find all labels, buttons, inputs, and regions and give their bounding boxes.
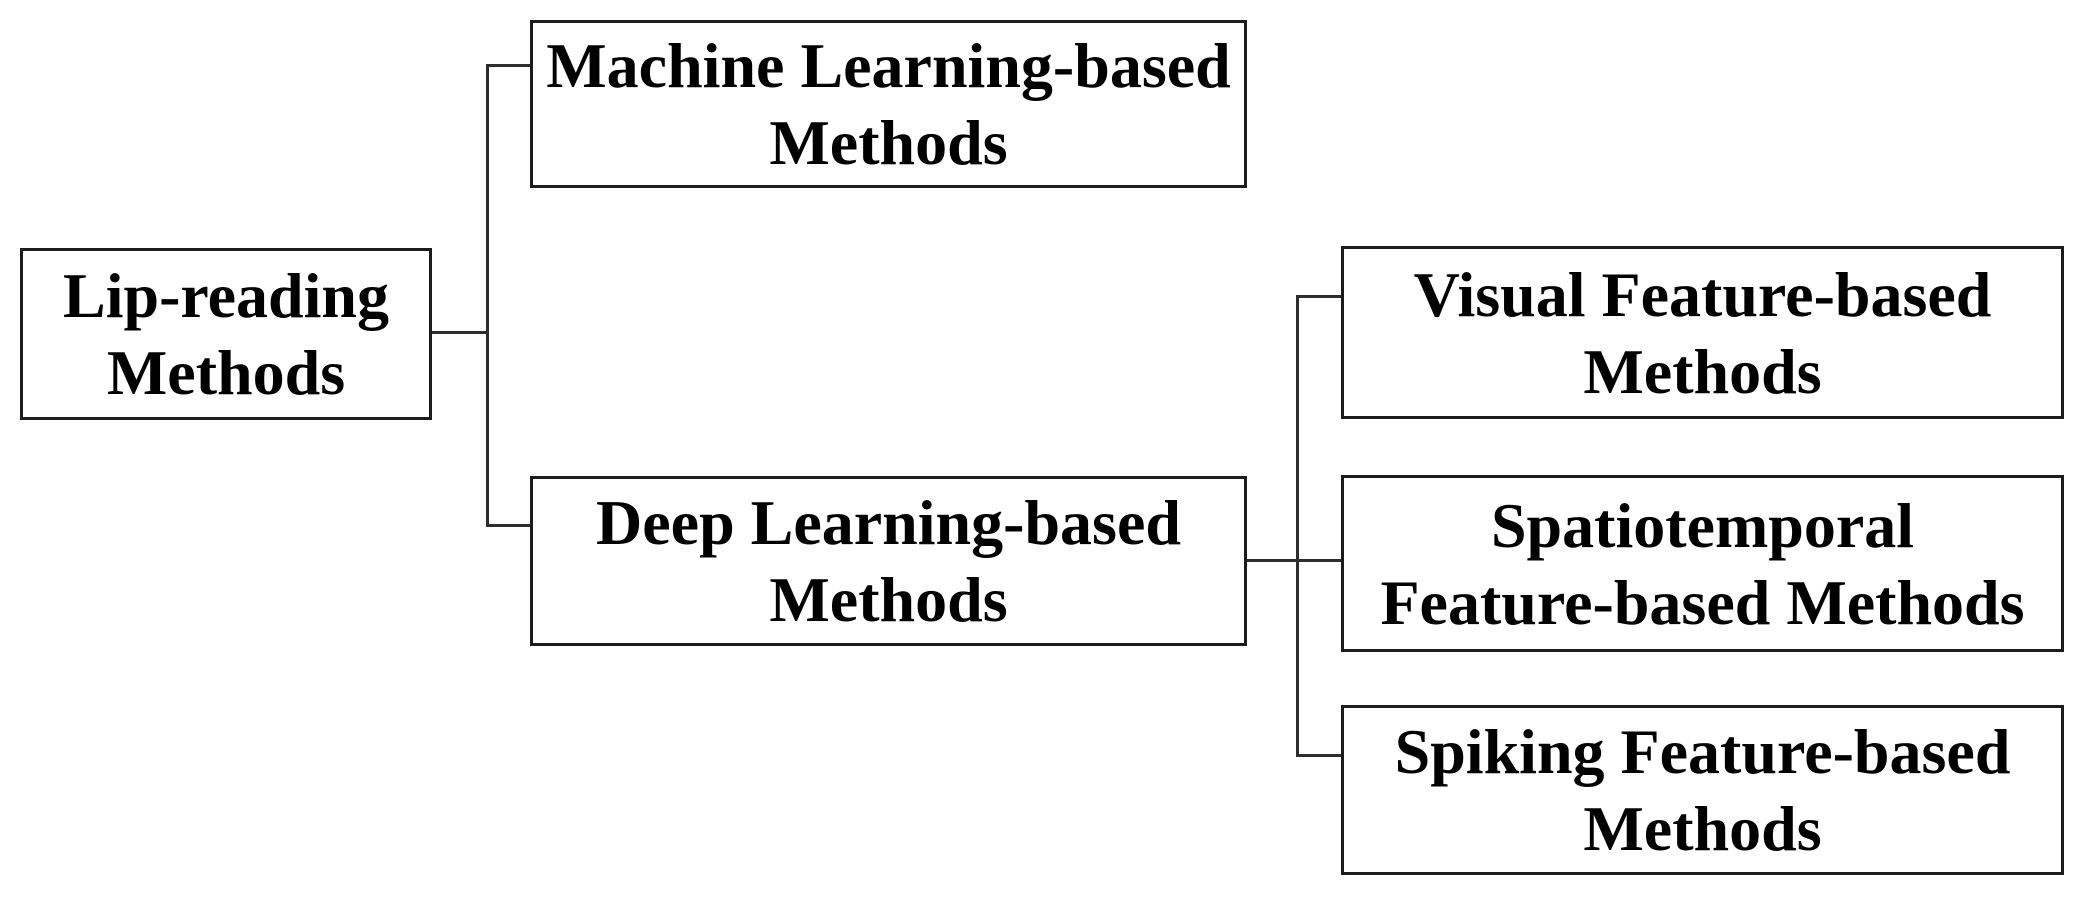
- connector-to-deep-learning: [486, 524, 533, 527]
- node-label-line: Methods: [1583, 793, 1822, 864]
- connector-to-machine-learning: [486, 64, 533, 67]
- node-spiking-feature-based-methods: Spiking Feature-based Methods: [1341, 705, 2064, 875]
- node-label-line: Feature-based Methods: [1380, 566, 2025, 638]
- node-label-line: Spiking Feature-based: [1394, 716, 2011, 787]
- connector-deep-to-spatiotemporal: [1244, 559, 1344, 562]
- node-label-line: Visual Feature-based: [1413, 258, 1992, 330]
- node-label: Visual Feature-based Methods: [1414, 256, 1992, 410]
- node-label-line: Machine Learning-based: [546, 30, 1231, 101]
- node-label: Spiking Feature-based Methods: [1395, 713, 2011, 867]
- node-label: Spatiotemporal Feature-based Methods: [1380, 487, 2024, 641]
- connector-right-bracket-vertical: [1296, 295, 1299, 757]
- node-visual-feature-based-methods: Visual Feature-based Methods: [1341, 246, 2064, 419]
- connector-to-visual-feature: [1296, 295, 1344, 298]
- connector-root-to-bracket: [428, 331, 489, 334]
- node-deep-learning-based-methods: Deep Learning-based Methods: [530, 476, 1247, 646]
- connector-left-bracket-vertical: [486, 64, 489, 527]
- node-label-line: Lip-reading: [63, 260, 389, 331]
- node-label-line: Deep Learning-based: [596, 487, 1181, 558]
- node-lip-reading-methods: Lip-reading Methods: [20, 248, 432, 420]
- node-label-line: Methods: [106, 337, 346, 408]
- node-label-line: Spatiotemporal: [1490, 489, 1915, 561]
- connector-to-spiking-feature: [1296, 754, 1344, 757]
- node-spatiotemporal-feature-based-methods: Spatiotemporal Feature-based Methods: [1341, 475, 2064, 652]
- node-label-line: Methods: [769, 107, 1008, 178]
- node-machine-learning-based-methods: Machine Learning-based Methods: [530, 20, 1247, 188]
- node-label-line: Methods: [1583, 335, 1822, 407]
- node-label: Machine Learning-based Methods: [546, 27, 1230, 181]
- node-label: Deep Learning-based Methods: [596, 484, 1181, 638]
- node-label: Lip-reading Methods: [63, 257, 389, 411]
- node-label-line: Methods: [769, 564, 1008, 635]
